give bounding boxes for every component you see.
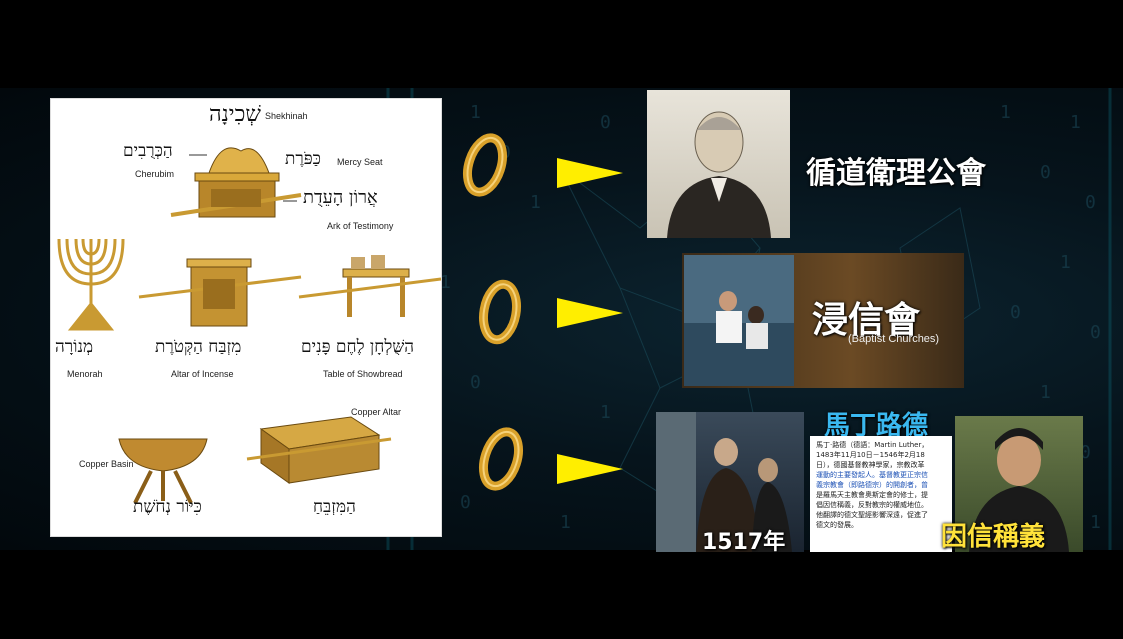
ark-of-covenant-illustration bbox=[170, 147, 302, 218]
svg-text:1: 1 bbox=[1040, 382, 1051, 403]
mercy-seat-label: Mercy Seat bbox=[337, 157, 383, 167]
arrow-right-icon bbox=[557, 298, 623, 328]
doc-line: 德文的發展。 bbox=[816, 521, 858, 529]
svg-text:1: 1 bbox=[470, 102, 481, 123]
gold-zero-ring-icon bbox=[462, 133, 508, 197]
showbread-hebrew: הַשֻּׁלְחָן לֶחֶם פָּנִים bbox=[301, 337, 415, 357]
svg-text:1: 1 bbox=[600, 402, 611, 423]
basin-hebrew: כִּיּוֹר נְחֹשֶׁת bbox=[133, 497, 202, 517]
svg-text:1: 1 bbox=[560, 512, 571, 533]
svg-text:0: 0 bbox=[460, 492, 471, 513]
copper-altar-illustration bbox=[246, 416, 392, 484]
martin-luther-portrait: 因信稱義 bbox=[941, 416, 1083, 552]
menorah-illustration bbox=[57, 238, 125, 331]
svg-text:0: 0 bbox=[600, 112, 611, 133]
svg-text:1: 1 bbox=[530, 192, 541, 213]
svg-text:1: 1 bbox=[1000, 102, 1011, 123]
menorah-hebrew: מְנוֹרָה bbox=[55, 337, 94, 357]
doc-line: 義宗教會（即路德宗）的開創者，曾 bbox=[816, 481, 928, 489]
altar-of-incense-illustration bbox=[138, 258, 302, 327]
svg-text:0: 0 bbox=[1040, 162, 1051, 183]
gold-zero-ring-icon bbox=[479, 279, 521, 345]
svg-text:0: 0 bbox=[470, 372, 481, 393]
cherubim-label: Cherubim bbox=[135, 169, 175, 179]
doc-line: 運動的主要發起人。基督教更正宗信 bbox=[816, 471, 928, 479]
ark-hebrew: אֲרוֹן הָעֵדֻת bbox=[303, 187, 378, 208]
doc-line: 他翻譯的德文聖經影響深遠，促進了 bbox=[816, 511, 928, 519]
doc-line: 日），德國基督教神學家，宗教改革 bbox=[816, 461, 925, 469]
menorah-label: Menorah bbox=[67, 369, 103, 379]
svg-text:0: 0 bbox=[1010, 302, 1021, 323]
arrow-right-icon bbox=[557, 158, 623, 188]
doc-line: 是羅馬天主教會奧斯定會的修士，提 bbox=[816, 491, 928, 499]
mercy-seat-hebrew: כַּפֹּרֶת bbox=[285, 149, 321, 169]
svg-text:0: 0 bbox=[1090, 322, 1101, 343]
basin-label: Copper Basin bbox=[79, 459, 134, 469]
doc-line: 倡因信稱義，反對教宗的權威地位。 bbox=[816, 501, 928, 509]
baptist-banner: 浸信會 (Baptist Churches) bbox=[682, 253, 964, 388]
justification-by-faith-label: 因信稱義 bbox=[941, 522, 1046, 552]
year-label: 1517年 bbox=[702, 530, 786, 555]
incense-hebrew: מִזְבַּח הַקְּטֹרֶת bbox=[155, 337, 242, 357]
gold-zero-ring-icon bbox=[478, 427, 524, 491]
svg-text:1: 1 bbox=[1060, 252, 1071, 273]
baptist-subtitle: (Baptist Churches) bbox=[848, 333, 940, 345]
showbread-label: Table of Showbread bbox=[323, 369, 403, 379]
shekhinah-hebrew: שְׁכִינָה bbox=[209, 102, 261, 127]
incense-label: Altar of Incense bbox=[171, 369, 234, 379]
tabernacle-furnishings-panel: שְׁכִינָה Shekhinah הַכְּרֻבִים Cherubim… bbox=[50, 98, 442, 537]
john-wesley-portrait bbox=[647, 90, 790, 238]
altar-hebrew: הַמִּזְבֵּחַ bbox=[313, 497, 356, 517]
altar-label: Copper Altar bbox=[351, 407, 402, 417]
svg-text:1: 1 bbox=[440, 272, 451, 293]
table-of-showbread-illustration bbox=[298, 255, 441, 317]
luther-wiki-excerpt: 馬丁·路德（德語：Martin Luther， 1483年11月10日－1546… bbox=[810, 436, 952, 552]
ark-label: Ark of Testimony bbox=[327, 221, 394, 231]
arrow-right-icon bbox=[557, 454, 623, 484]
doc-line: 1483年11月10日－1546年2月18 bbox=[816, 451, 925, 459]
shekhinah-label: Shekhinah bbox=[265, 111, 308, 121]
luther-theses-painting: 1517年 bbox=[656, 412, 804, 555]
baptist-title: 浸信會 bbox=[812, 300, 921, 341]
cherubim-hebrew: הַכְּרֻבִים bbox=[123, 141, 173, 161]
copper-basin-illustration bbox=[118, 438, 208, 504]
doc-line: 馬丁·路德（德語：Martin Luther， bbox=[816, 441, 929, 449]
svg-text:1: 1 bbox=[1070, 112, 1081, 133]
svg-text:1: 1 bbox=[1090, 512, 1101, 533]
svg-text:0: 0 bbox=[1080, 442, 1091, 463]
methodist-title: 循道衛理公會 bbox=[806, 156, 986, 191]
svg-text:0: 0 bbox=[1085, 192, 1096, 213]
